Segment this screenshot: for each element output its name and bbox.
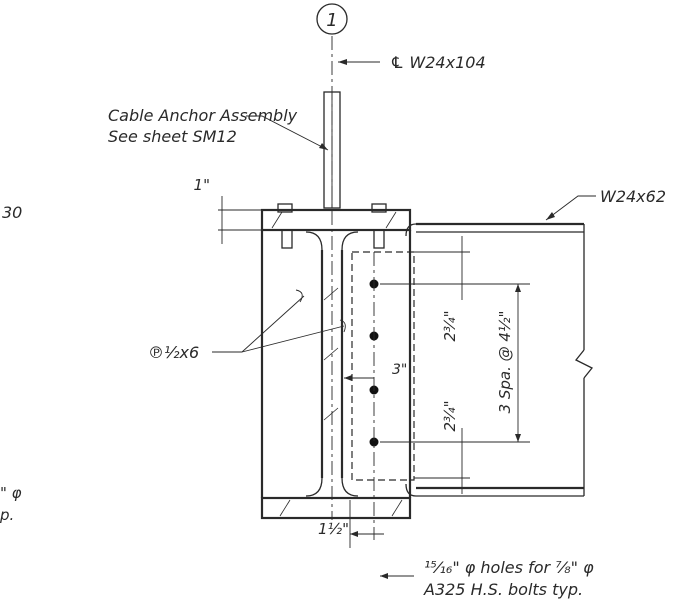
bolt-holes	[369, 252, 379, 540]
beam-label: W24x62	[600, 187, 666, 206]
top-plate	[260, 208, 412, 232]
plate-thickness-dimension	[218, 196, 262, 244]
anchor-label-line2: See sheet SM12	[108, 127, 237, 146]
bolt-spacing-dimension: 3 Spa. @ 4½"	[496, 311, 514, 414]
column-section	[260, 230, 412, 498]
partial-label-30: 30	[2, 203, 22, 222]
beam	[405, 222, 594, 497]
centerline-leader	[338, 59, 380, 65]
bottom-plate	[260, 496, 412, 520]
plate-thickness-label: 1"	[194, 176, 210, 194]
plate-label: ℗½x6	[148, 343, 199, 362]
connection-plate	[351, 251, 415, 481]
bolt-hole-4	[369, 437, 379, 447]
edge-offset-dimension	[349, 500, 384, 548]
anchor-leader	[246, 115, 329, 151]
grid-bubble-label: 1	[326, 10, 337, 31]
top-edge-dimension: 2¾"	[441, 311, 459, 342]
holes-leader	[380, 573, 414, 579]
gage-dimension	[344, 375, 374, 381]
centerline-label: ℄ W24x104	[390, 53, 486, 72]
edge-offset-label: 1½"	[318, 520, 349, 538]
partial-label-p: p.	[0, 506, 14, 524]
top-nuts	[277, 203, 387, 249]
anchor-label-line1: Cable Anchor Assembly	[108, 106, 298, 125]
anchor-rod	[323, 91, 341, 209]
beam-leader	[545, 195, 596, 221]
partial-label-phi: " φ	[0, 484, 22, 502]
plate-leaders	[212, 289, 346, 353]
bottom-edge-dimension: 2¾"	[441, 401, 459, 432]
holes-note-line1: ¹⁵⁄₁₆" φ holes for ⁷⁄₈" φ	[424, 558, 594, 577]
holes-note-line2: A325 H.S. bolts typ.	[423, 580, 583, 599]
gage-label: 3"	[392, 362, 407, 378]
grid-bubble: 1	[316, 3, 348, 35]
vertical-dimensions	[380, 236, 530, 494]
